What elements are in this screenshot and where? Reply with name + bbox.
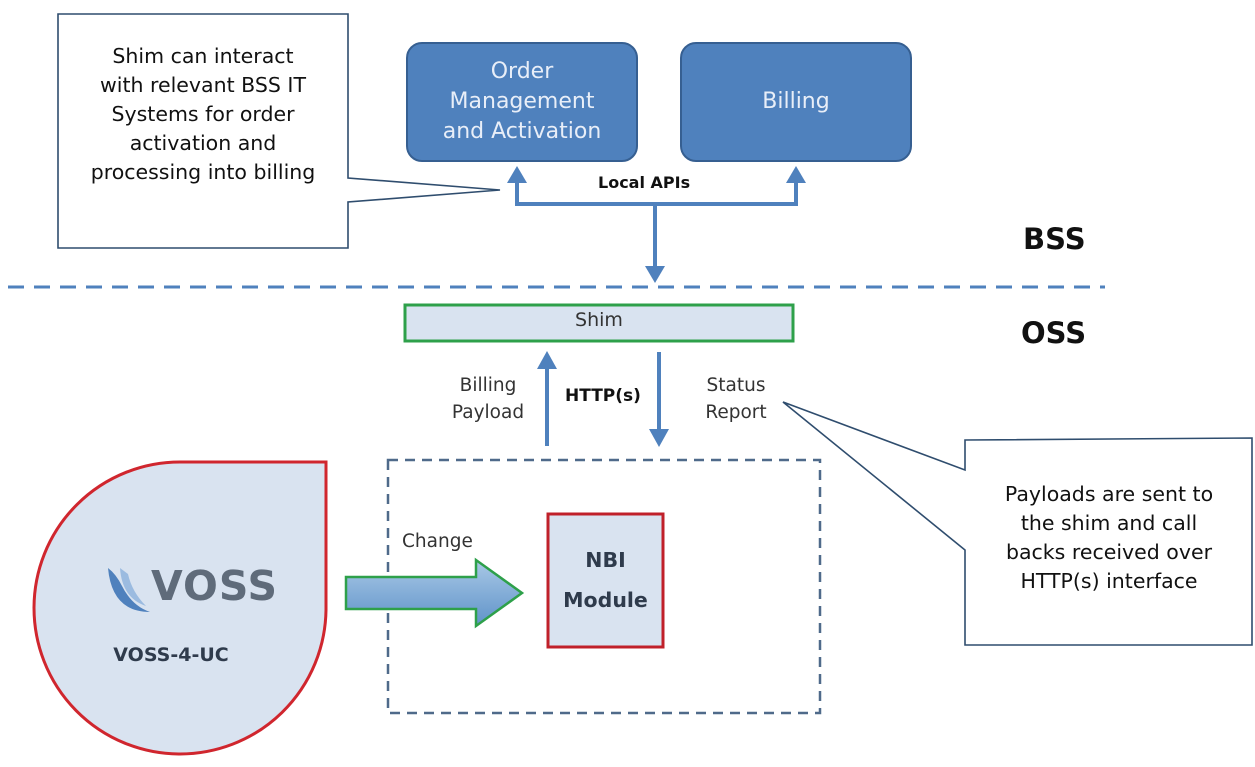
change-label: Change (402, 531, 473, 552)
http-protocol-label: HTTP(s) (565, 386, 641, 406)
order-management-line-3: and Activation (442, 119, 602, 144)
http-arrows (545, 352, 661, 446)
billing-payload-arrowhead (537, 351, 557, 369)
oss-layer-label: OSS (1021, 316, 1087, 350)
billing-box: Billing (680, 42, 912, 162)
local-apis-bus (515, 180, 798, 270)
shim-bar (403, 303, 795, 343)
http-callout-shape (782, 401, 1253, 646)
billing-payload-label: Billing Payload (451, 375, 525, 423)
order-management-line-1: Order (490, 59, 554, 84)
voss-product-label: VOSS-4-UC (113, 644, 229, 666)
bss-callout-shape (57, 13, 501, 249)
bus-arrowheads (507, 166, 806, 283)
voss-logo-text: VOSS (151, 562, 279, 610)
nbi-module-box (546, 512, 665, 649)
bss-layer-label: BSS (1023, 222, 1086, 256)
billing-label: Billing (762, 89, 830, 114)
bss-callout-text: Shim can interact with relevant BSS IT S… (90, 44, 316, 184)
status-report-arrowhead (649, 429, 669, 447)
change-arrow (344, 557, 525, 629)
shim-label: Shim (575, 309, 623, 331)
voss-logo-icon (108, 568, 150, 612)
status-report-label: Status Report (705, 375, 767, 423)
voss-shape (32, 460, 328, 756)
http-callout-text: Payloads are sent to the shim and call b… (1004, 482, 1214, 593)
nbi-module-label: NBI Module (563, 548, 648, 612)
order-management-line-2: Management (449, 89, 595, 114)
order-management-box: Order Management and Activation (406, 42, 638, 162)
local-apis-label: Local APIs (598, 173, 691, 192)
